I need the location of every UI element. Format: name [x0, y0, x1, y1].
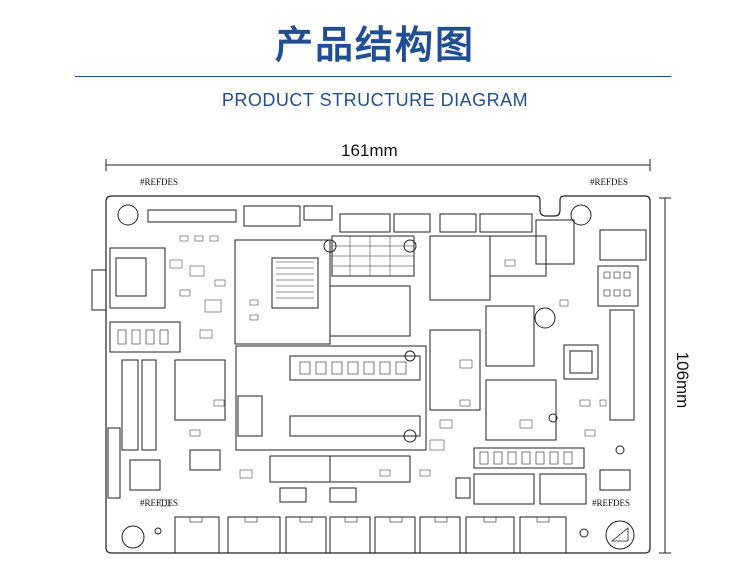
page-title-en: PRODUCT STRUCTURE DIAGRAM — [221, 90, 529, 110]
bottom-terminals — [174, 516, 567, 554]
mcu-chip — [563, 344, 599, 380]
mount-hole-bl-small — [154, 527, 162, 535]
left-header — [121, 359, 139, 451]
mount-hole-tr — [570, 204, 592, 226]
refdes-bottom-left: #REFDES — [140, 498, 179, 508]
mount-hole-br — [605, 520, 635, 550]
mount-hole-tl — [117, 204, 139, 226]
page-title-cn: 产品结构图 — [274, 23, 475, 67]
refdes-top-right: #REFDES — [590, 177, 629, 187]
top-header-1 — [147, 209, 237, 223]
refdes-bottom-right: #REFDES — [592, 498, 631, 508]
height-dimension-line — [659, 197, 671, 554]
mount-hole-br-small — [579, 528, 589, 538]
board-outline — [105, 195, 651, 554]
central-region — [235, 345, 427, 451]
width-dimension-label: 161mm — [341, 141, 398, 160]
mount-hole-bl — [121, 525, 145, 549]
refdes-top-left: #REFDES — [140, 177, 179, 187]
width-dimension-line — [105, 159, 651, 171]
title-divider — [75, 76, 671, 77]
left-port — [91, 269, 107, 311]
